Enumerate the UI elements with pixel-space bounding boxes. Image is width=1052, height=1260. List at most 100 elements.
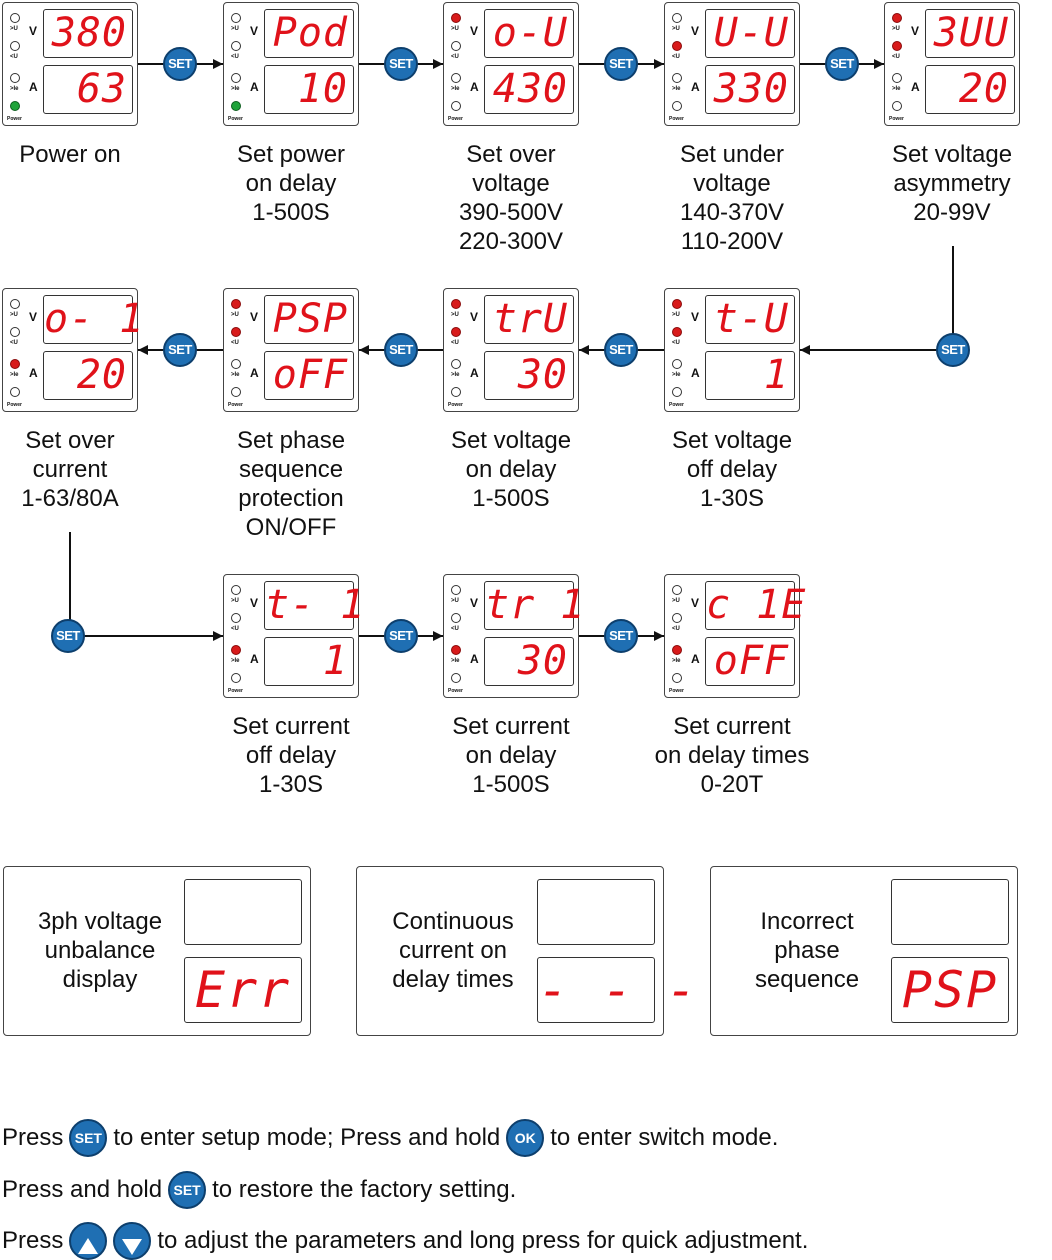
error-bottom-display: - - -: [537, 957, 697, 1023]
led-label: >U: [231, 312, 239, 318]
power-label: Power: [228, 688, 244, 694]
power-label: Power: [228, 116, 244, 122]
unit-voltage: V: [250, 310, 259, 324]
power-label: Power: [7, 116, 23, 122]
arrow-right-icon: [433, 631, 443, 641]
step-caption: Set current on delay times 0-20T: [654, 713, 810, 798]
step-caption: Set current on delay 1-500S: [452, 713, 570, 798]
led-label: >Ie: [231, 372, 240, 378]
led-label: <U: [451, 626, 459, 632]
indicator-led: [10, 41, 20, 51]
step-caption: Set over current 1-63/80A: [21, 427, 119, 512]
arrow-right-icon: [213, 631, 223, 641]
led-label: >Ie: [231, 658, 240, 664]
indicator-led: [451, 585, 461, 595]
indicator-led: [672, 613, 682, 623]
set-button: SET: [604, 47, 638, 81]
power-label: Power: [228, 402, 244, 408]
step-caption: Set phase sequence protection ON/OFF: [236, 427, 346, 541]
led-label: >Ie: [451, 372, 460, 378]
indicator-led: [451, 13, 461, 23]
connector-line: [69, 532, 71, 636]
indicator-led: [451, 613, 461, 623]
error-panel-2: Continuous current on delay times- - -: [356, 866, 697, 1036]
indicator-led: [10, 73, 20, 83]
indicator-led: [231, 73, 241, 83]
bottom-display: 430: [484, 65, 574, 114]
unit-current: A: [691, 80, 700, 94]
ok-button-icon: OK: [506, 1119, 545, 1157]
led-label: >U: [892, 26, 900, 32]
arrow-left-icon: [359, 345, 369, 355]
top-display: 380: [43, 9, 133, 58]
indicator-led: [672, 645, 682, 655]
set-button: SET: [384, 47, 418, 81]
top-display: 3UU: [925, 9, 1015, 58]
error-top-display: [891, 879, 1009, 945]
led-label: >Ie: [451, 86, 460, 92]
top-display: o-U: [484, 9, 574, 58]
led-label: <U: [672, 54, 680, 60]
indicator-led: [231, 645, 241, 655]
led-label: <U: [892, 54, 900, 60]
set-button-icon: SET: [168, 1171, 207, 1209]
indicator-led: [451, 673, 461, 683]
indicator-led: [231, 13, 241, 23]
unit-voltage: V: [691, 310, 700, 324]
indicator-led: [451, 101, 461, 111]
indicator-led: [231, 299, 241, 309]
set-button: SET: [936, 333, 970, 367]
error-bottom-display: PSP: [891, 957, 1009, 1023]
power-label: Power: [669, 688, 685, 694]
power-label: Power: [448, 688, 464, 694]
indicator-led: [231, 101, 241, 111]
top-display: o- 1: [43, 295, 145, 344]
indicator-led: [672, 299, 682, 309]
bottom-display: 10: [264, 65, 354, 114]
indicator-led: [451, 73, 461, 83]
unit-current: A: [29, 366, 38, 380]
unit-voltage: V: [250, 596, 259, 610]
unit-current: A: [691, 366, 700, 380]
power-label: Power: [7, 402, 23, 408]
indicator-led: [231, 327, 241, 337]
indicator-led: [672, 73, 682, 83]
power-label: Power: [448, 116, 464, 122]
indicator-led: [451, 41, 461, 51]
bottom-display: 63: [43, 65, 133, 114]
unit-current: A: [470, 366, 479, 380]
led-label: >U: [231, 598, 239, 604]
set-button: SET: [384, 333, 418, 367]
led-label: >U: [672, 312, 680, 318]
led-label: <U: [231, 54, 239, 60]
top-display: U-U: [705, 9, 795, 58]
set-button: SET: [825, 47, 859, 81]
set-button: SET: [163, 47, 197, 81]
led-label: <U: [672, 626, 680, 632]
connector-line: [952, 246, 954, 350]
led-label: <U: [672, 340, 680, 346]
indicator-led: [231, 585, 241, 595]
indicator-led: [892, 101, 902, 111]
error-top-display: [537, 879, 655, 945]
top-display: tr 1: [484, 581, 586, 630]
top-display: trU: [484, 295, 574, 344]
indicator-led: [672, 327, 682, 337]
power-label: Power: [448, 402, 464, 408]
power-label: Power: [669, 402, 685, 408]
indicator-led: [231, 673, 241, 683]
indicator-led: [451, 299, 461, 309]
unit-current: A: [250, 652, 259, 666]
indicator-led: [451, 387, 461, 397]
bottom-display: oFF: [705, 637, 795, 686]
arrow-left-icon: [138, 345, 148, 355]
unit-current: A: [911, 80, 920, 94]
arrow-left-icon: [579, 345, 589, 355]
led-label: >U: [10, 26, 18, 32]
indicator-led: [672, 673, 682, 683]
